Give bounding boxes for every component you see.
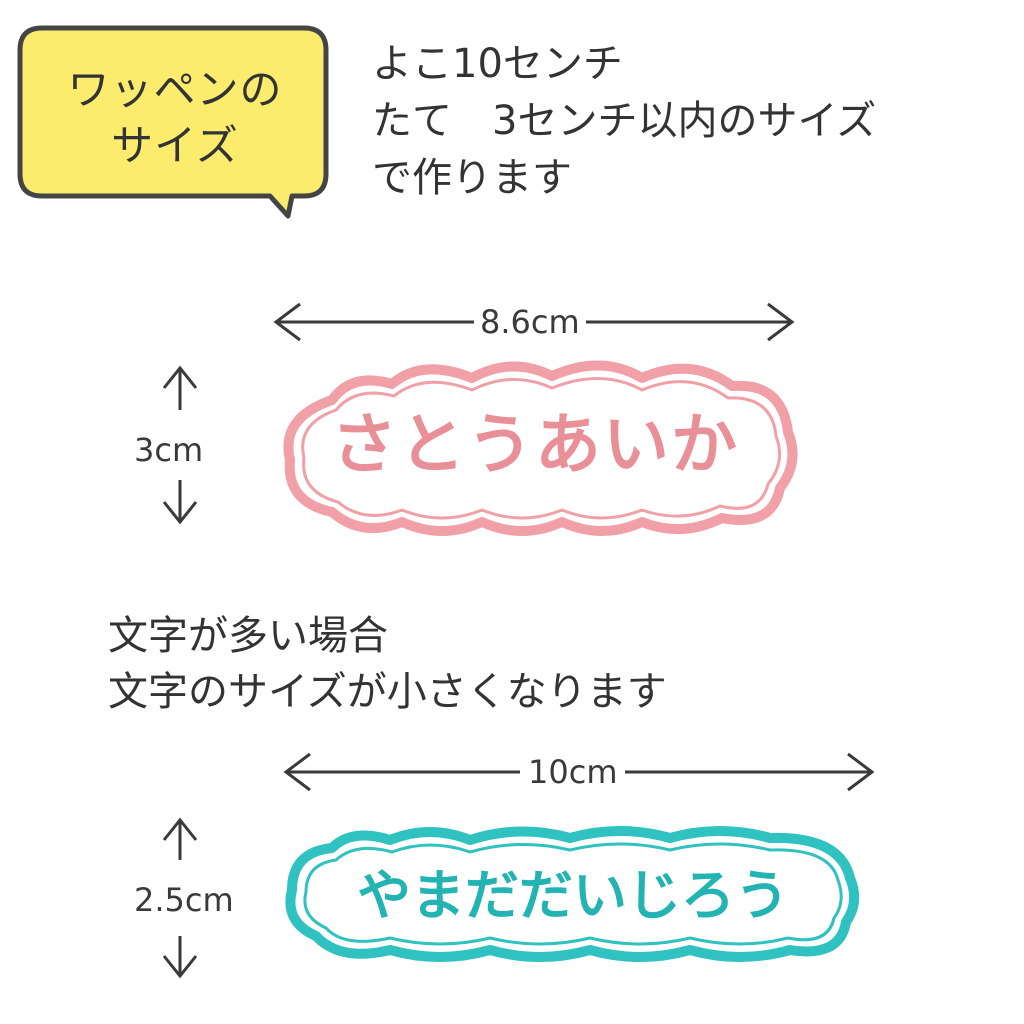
height-dimension-1 [162, 365, 198, 525]
patch-1 [283, 360, 798, 536]
arrow-right-icon [767, 302, 795, 342]
speech-bubble-shape [17, 25, 329, 219]
height-dimension-2 [162, 817, 198, 979]
arrow-left-icon [273, 302, 301, 342]
arrow-left-icon [283, 752, 311, 792]
height-label-2: 2.5cm [134, 880, 234, 920]
height-label-1: 3cm [134, 430, 204, 470]
arrow-down-icon [162, 501, 198, 525]
patch-2 [285, 826, 860, 962]
size-description: よこ10センチ たて 3センチ以内のサイズ で作ります [372, 41, 877, 201]
width-label-2: 10cm [520, 752, 626, 792]
arrow-down-icon [162, 955, 198, 979]
arrow-up-icon [162, 365, 198, 389]
width-label-1: 8.6cm [474, 302, 586, 342]
arrow-right-icon [847, 752, 875, 792]
patch-2-name: やまだだいじろう [357, 864, 789, 927]
note-text: 文字が多い場合 文字のサイズが小さくなります [108, 613, 667, 715]
arrow-up-icon [162, 817, 198, 841]
patch-1-name: さとうあいか [331, 406, 739, 483]
bubble-title: ワッペンの サイズ [67, 65, 283, 170]
